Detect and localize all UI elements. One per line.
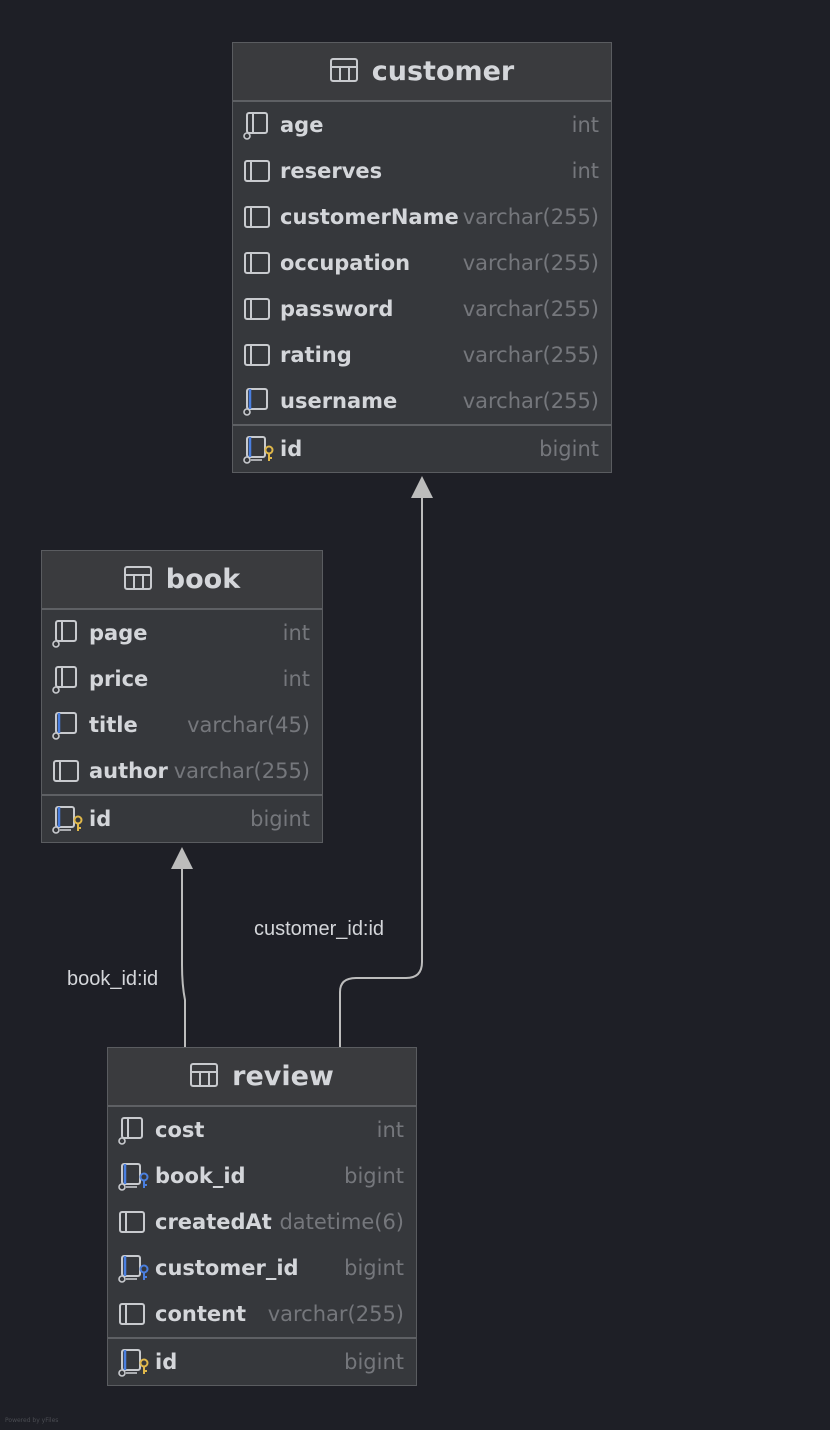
primary-key-icon bbox=[117, 1345, 151, 1379]
column-name: author bbox=[89, 759, 168, 783]
column-icon bbox=[242, 292, 276, 326]
column-type: varchar(255) bbox=[462, 251, 599, 275]
table-header: review bbox=[108, 1048, 416, 1107]
column-name: id bbox=[155, 1350, 178, 1374]
column-type: bigint bbox=[539, 437, 599, 461]
foreign-key-icon bbox=[117, 1159, 151, 1193]
table-title: customer bbox=[371, 56, 515, 87]
column-row-page[interactable]: page int bbox=[42, 610, 322, 656]
arrowhead-customer bbox=[411, 476, 433, 498]
column-row-cost[interactable]: cost int bbox=[108, 1107, 416, 1153]
primary-key-row[interactable]: id bigint bbox=[233, 426, 611, 472]
primary-key-row[interactable]: id bigint bbox=[42, 796, 322, 842]
column-type: varchar(255) bbox=[173, 759, 310, 783]
column-unique-index-icon bbox=[242, 384, 276, 418]
column-name: occupation bbox=[280, 251, 411, 275]
column-row-createdat[interactable]: createdAt datetime(6) bbox=[108, 1199, 416, 1245]
column-index-icon bbox=[117, 1113, 151, 1147]
column-type: datetime(6) bbox=[279, 1210, 404, 1234]
column-type: bigint bbox=[344, 1256, 404, 1280]
column-name: username bbox=[280, 389, 398, 413]
table-title: review bbox=[232, 1061, 334, 1092]
column-type: bigint bbox=[250, 807, 310, 831]
column-type: varchar(255) bbox=[462, 205, 599, 229]
relation-label-book: book_id:id bbox=[67, 968, 159, 990]
table-icon bbox=[329, 57, 358, 86]
column-icon bbox=[242, 338, 276, 372]
footer-credit: Powered by yFiles bbox=[5, 1417, 59, 1424]
column-icon bbox=[242, 200, 276, 234]
column-row-password[interactable]: password varchar(255) bbox=[233, 286, 611, 332]
column-index-icon bbox=[51, 662, 85, 696]
column-name: book_id bbox=[155, 1164, 246, 1188]
column-icon bbox=[51, 754, 85, 788]
key-separator bbox=[42, 794, 322, 796]
column-name: page bbox=[89, 621, 148, 645]
column-type: int bbox=[376, 1118, 404, 1142]
column-row-title[interactable]: title varchar(45) bbox=[42, 702, 322, 748]
key-separator bbox=[233, 424, 611, 426]
column-index-icon bbox=[242, 108, 276, 142]
column-icon bbox=[117, 1297, 151, 1331]
column-type: varchar(255) bbox=[462, 297, 599, 321]
column-name: customer_id bbox=[155, 1256, 299, 1280]
primary-key-icon bbox=[51, 802, 85, 836]
column-name: id bbox=[89, 807, 112, 831]
column-icon bbox=[117, 1205, 151, 1239]
column-row-occupation[interactable]: occupation varchar(255) bbox=[233, 240, 611, 286]
column-row-price[interactable]: price int bbox=[42, 656, 322, 702]
column-type: int bbox=[282, 667, 310, 691]
column-name: createdAt bbox=[155, 1210, 272, 1234]
column-type: varchar(255) bbox=[462, 343, 599, 367]
column-index-icon bbox=[51, 616, 85, 650]
table-icon bbox=[123, 565, 152, 594]
key-separator bbox=[108, 1337, 416, 1339]
column-type: bigint bbox=[344, 1164, 404, 1188]
column-type: int bbox=[571, 159, 599, 183]
column-name: password bbox=[280, 297, 394, 321]
column-type: varchar(255) bbox=[462, 389, 599, 413]
column-row-customer-id[interactable]: customer_id bigint bbox=[108, 1245, 416, 1291]
table-book[interactable]: book page int price int title varchar(45) auth… bbox=[41, 550, 323, 843]
table-icon bbox=[190, 1062, 219, 1091]
column-row-book-id[interactable]: book_id bigint bbox=[108, 1153, 416, 1199]
primary-key-row[interactable]: id bigint bbox=[108, 1339, 416, 1385]
edge-review-book[interactable] bbox=[181, 868, 186, 1047]
column-name: price bbox=[89, 667, 149, 691]
column-row-reserves[interactable]: reserves int bbox=[233, 148, 611, 194]
column-unique-index-icon bbox=[51, 708, 85, 742]
column-row-rating[interactable]: rating varchar(255) bbox=[233, 332, 611, 378]
column-row-content[interactable]: content varchar(255) bbox=[108, 1291, 416, 1337]
column-row-username[interactable]: username varchar(255) bbox=[233, 378, 611, 424]
column-type: int bbox=[571, 113, 599, 137]
edge-review-customer[interactable] bbox=[339, 498, 423, 1047]
column-type: int bbox=[282, 621, 310, 645]
column-name: id bbox=[280, 437, 303, 461]
column-icon bbox=[242, 246, 276, 280]
column-name: content bbox=[155, 1302, 247, 1326]
column-name: age bbox=[280, 113, 324, 137]
column-type: bigint bbox=[344, 1350, 404, 1374]
table-header: book bbox=[42, 551, 322, 610]
relation-label-customer: customer_id:id bbox=[254, 918, 385, 940]
column-type: varchar(45) bbox=[187, 713, 310, 737]
column-type: varchar(255) bbox=[267, 1302, 404, 1326]
column-name: rating bbox=[280, 343, 352, 367]
column-name: cost bbox=[155, 1118, 205, 1142]
table-title: book bbox=[165, 564, 241, 595]
column-name: customerName bbox=[280, 205, 459, 229]
primary-key-icon bbox=[242, 432, 276, 466]
arrowhead-book bbox=[171, 847, 193, 869]
table-header: customer bbox=[233, 43, 611, 102]
foreign-key-icon bbox=[117, 1251, 151, 1285]
column-row-age[interactable]: age int bbox=[233, 102, 611, 148]
column-name: reserves bbox=[280, 159, 383, 183]
column-name: title bbox=[89, 713, 138, 737]
column-icon bbox=[242, 154, 276, 188]
